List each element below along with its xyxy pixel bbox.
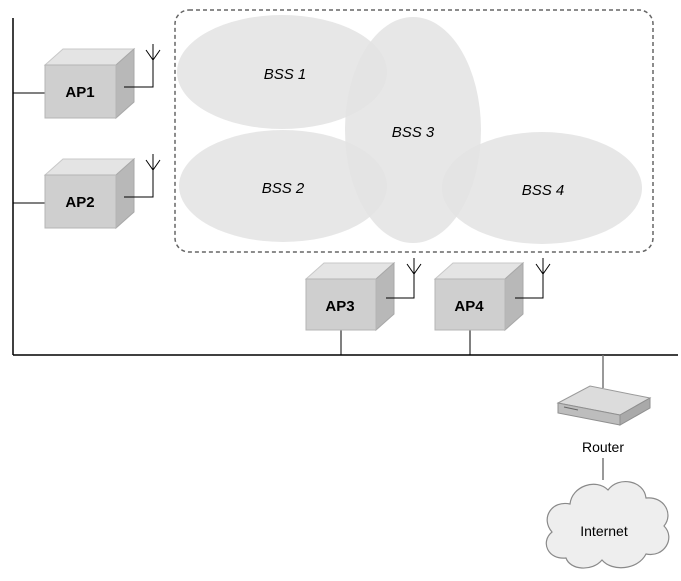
ap1-front [44, 64, 117, 119]
bss-coverage-areas [177, 15, 642, 244]
router-side-icon [619, 397, 651, 426]
ap4-antenna-icon [535, 258, 551, 275]
router-label: Router [582, 439, 624, 455]
ap4-device: AP4 [433, 258, 551, 332]
ap1-antenna-icon [145, 44, 161, 61]
bss-2-label: BSS 2 [262, 180, 305, 197]
ap3-antenna-cable [386, 272, 415, 299]
bss-3-label: BSS 3 [392, 124, 435, 141]
ap4-front [434, 278, 506, 331]
router-device: Router [556, 385, 652, 455]
internet-cloud: Internet [545, 481, 670, 569]
ess-boundary [174, 9, 654, 253]
ap3-front [305, 278, 377, 331]
cloud-icon [545, 481, 670, 569]
ap3-device: AP3 [304, 258, 422, 332]
bss-4-area [442, 132, 642, 244]
ap2-antenna-icon [145, 154, 161, 171]
ap4-antenna-cable [515, 272, 544, 299]
bss-4-label: BSS 4 [522, 182, 565, 199]
ap3-label: AP3 [325, 298, 354, 315]
internet-label: Internet [580, 523, 628, 539]
router-led-icon [563, 406, 579, 411]
ap1-device: AP1 [43, 44, 161, 120]
ap2-front [44, 174, 117, 229]
ap3-antenna-icon [406, 258, 422, 275]
bss-1-label: BSS 1 [264, 66, 307, 83]
ap2-device: AP2 [43, 154, 161, 230]
ap2-antenna-cable [124, 168, 154, 198]
bss-2-area [179, 130, 387, 242]
ap4-label: AP4 [454, 298, 484, 315]
ap1-label: AP1 [65, 84, 94, 101]
ap2-label: AP2 [65, 194, 94, 211]
bss-1-area [177, 15, 387, 129]
ap1-antenna-cable [124, 58, 154, 88]
